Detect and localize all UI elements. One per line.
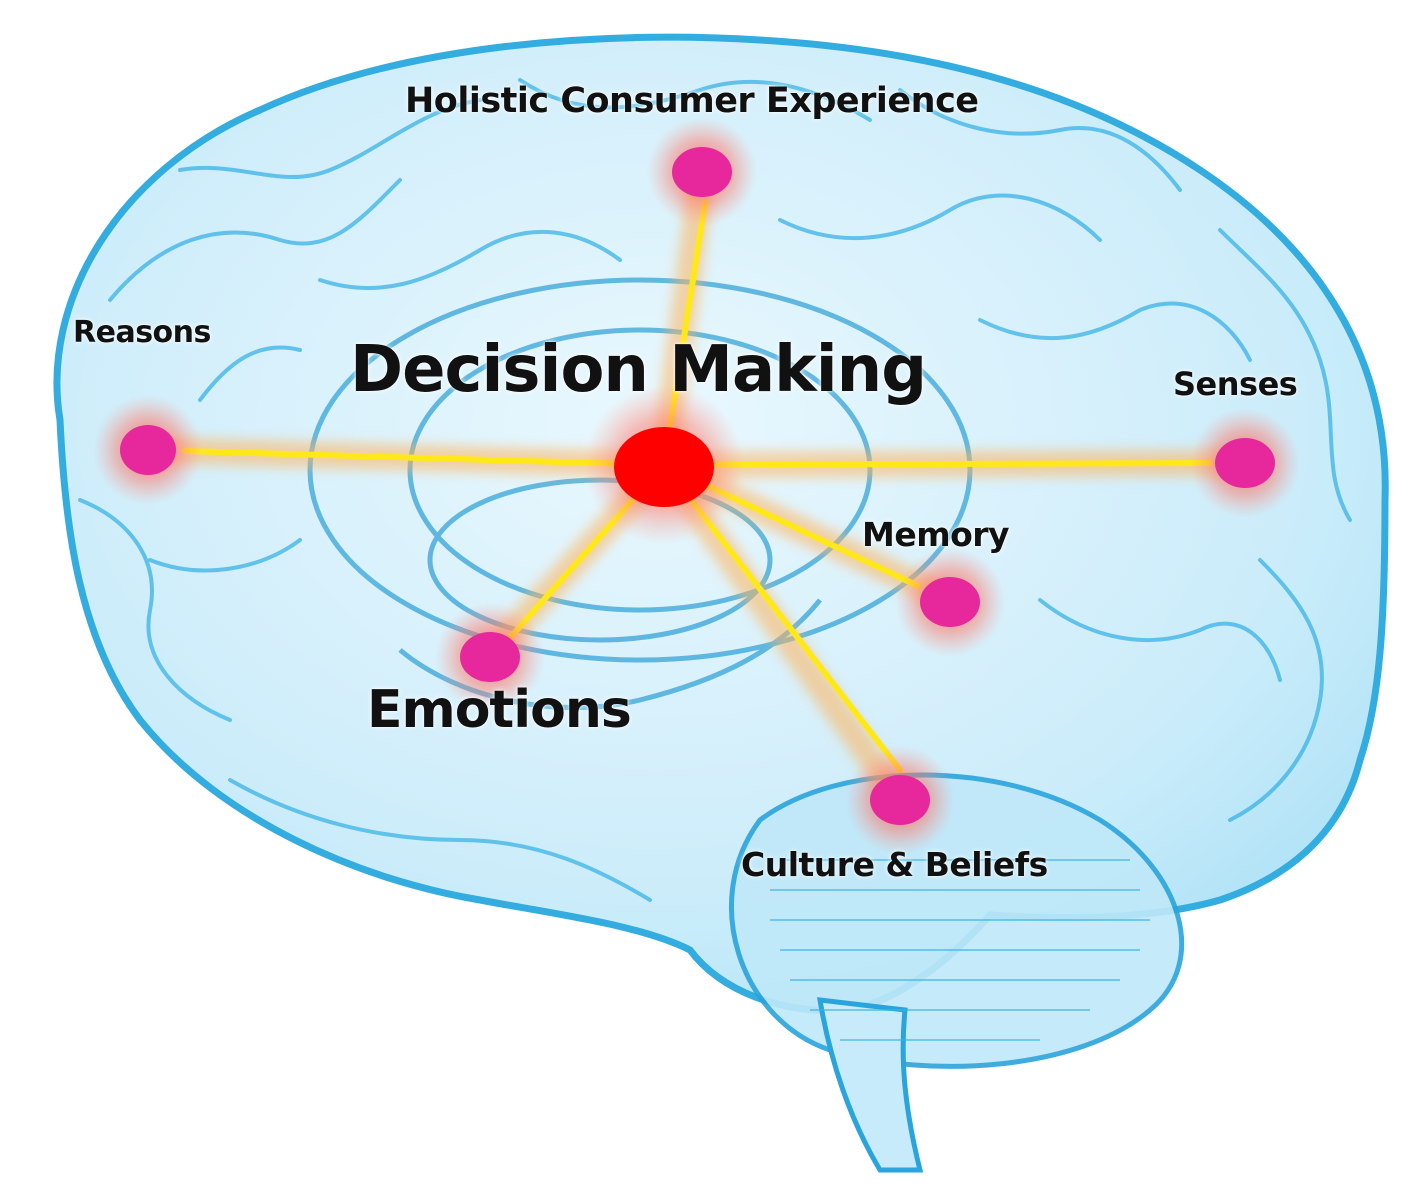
label-holistic: Holistic Consumer Experience [405, 81, 979, 121]
label-senses: Senses [1173, 365, 1298, 403]
node-center [614, 427, 714, 507]
nodes [120, 147, 1275, 825]
label-center: Decision Making [350, 333, 927, 407]
label-culture: Culture & Beliefs [741, 845, 1048, 884]
label-memory: Memory [862, 515, 1010, 554]
node-emotions [460, 632, 520, 682]
connector-senses [661, 460, 1213, 468]
node-holistic [672, 147, 732, 197]
brainstem [816, 997, 924, 1173]
label-emotions: Emotions [367, 680, 632, 740]
node-memory [920, 577, 980, 627]
label-reasons: Reasons [73, 315, 211, 350]
node-reasons [120, 425, 176, 475]
node-senses [1215, 438, 1275, 488]
node-culture [870, 775, 930, 825]
